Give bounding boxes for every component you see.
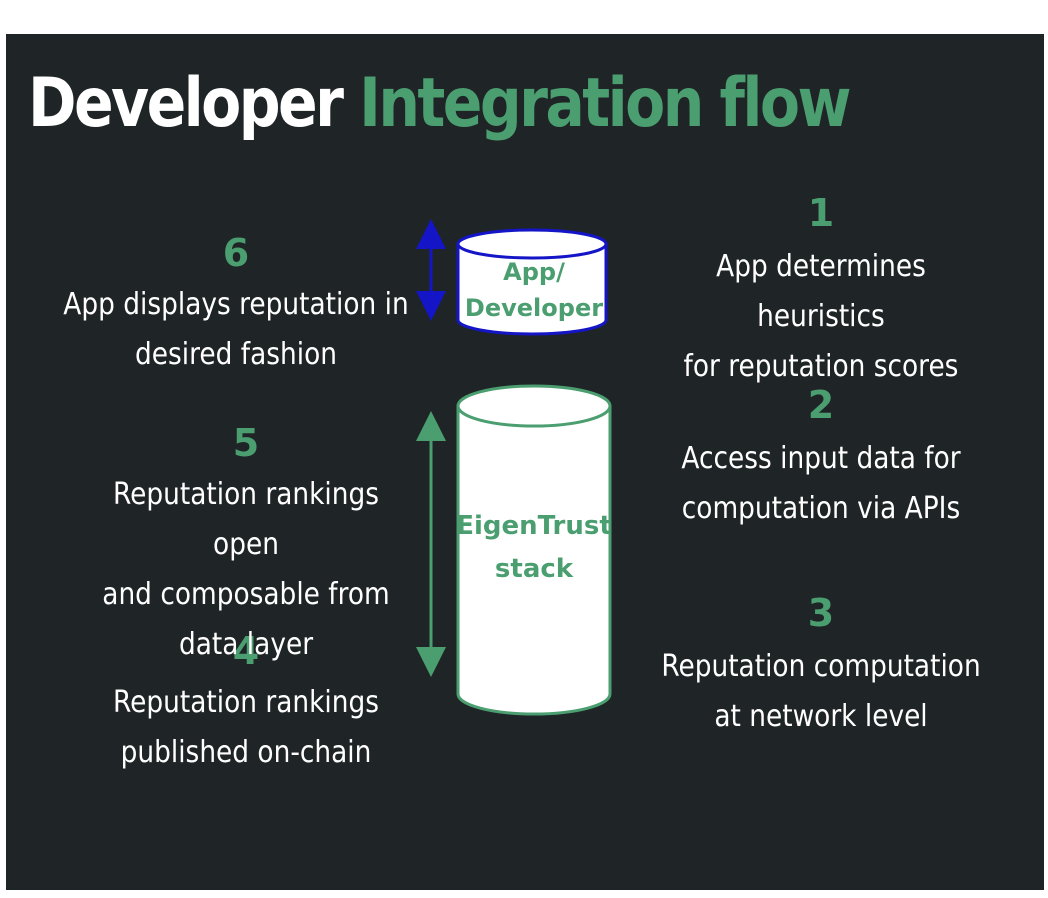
- step-4-number: 4: [232, 629, 260, 673]
- step-2-number: 2: [807, 383, 835, 427]
- step-1-text: App determines heuristics for reputation…: [683, 249, 959, 384]
- step-2-text: Access input data for computation via AP…: [681, 441, 961, 526]
- app-developer-cylinder: App/ Developer: [456, 228, 608, 336]
- step-4: 4 Reputation rankings published on-chain: [56, 632, 436, 778]
- step-5-number: 5: [232, 421, 260, 465]
- step-6-number: 6: [222, 231, 250, 275]
- app-cylinder-label-line1: App/: [503, 258, 565, 286]
- title-part-integration-flow: Integration flow: [359, 64, 851, 143]
- page-title: Developer Integration flow: [28, 70, 851, 138]
- step-4-text: Reputation rankings published on-chain: [112, 685, 380, 770]
- step-1-number: 1: [807, 191, 835, 235]
- step-5-text: Reputation rankings open and composable …: [102, 477, 390, 662]
- slide: Developer Integration flow App/ Develope…: [6, 34, 1044, 890]
- step-3-number: 3: [807, 591, 835, 635]
- title-part-developer: Developer: [28, 64, 344, 143]
- step-6: 6 App displays reputation in desired fas…: [36, 234, 436, 380]
- step-3: 3 Reputation computation at network leve…: [636, 594, 1006, 742]
- step-1: 1 App determines heuristics for reputati…: [636, 194, 1006, 392]
- flow-diagram: App/ Developer EigenTrust stack: [416, 219, 612, 716]
- step-6-text: App displays reputation in desired fashi…: [63, 287, 409, 372]
- app-cylinder-label-line2: Developer: [465, 294, 603, 322]
- step-2: 2 Access input data for computation via …: [636, 386, 1006, 534]
- step-3-text: Reputation computation at network level: [661, 649, 981, 734]
- step-5: 5 Reputation rankings open and composabl…: [56, 424, 436, 670]
- stack-cylinder-label-line2: stack: [495, 554, 574, 584]
- eigentrust-stack-cylinder: EigenTrust stack: [456, 384, 612, 716]
- stack-cylinder-label-line1: EigenTrust: [456, 511, 612, 541]
